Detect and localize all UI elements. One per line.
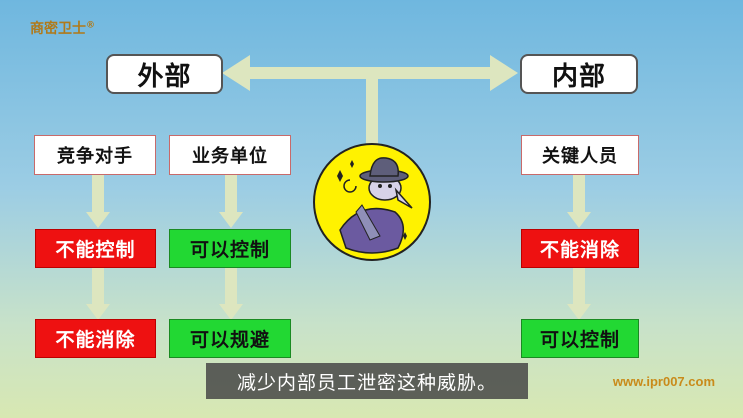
business-unit-status-2: 可以规避 — [169, 319, 291, 358]
key-personnel-status-1: 不能消除 — [521, 229, 639, 268]
site-url: www.ipr007.com — [612, 374, 715, 389]
category-competitor: 竞争对手 — [34, 135, 156, 175]
arrow-down-2a — [219, 212, 243, 228]
external-box: 外部 — [106, 54, 223, 94]
brand-registered-mark: ® — [86, 20, 95, 31]
category-business-unit: 业务单位 — [169, 135, 291, 175]
brand-logo: 商密卫士® — [30, 18, 95, 38]
competitor-status-2: 不能消除 — [35, 319, 156, 358]
spy-icon — [313, 143, 431, 261]
subtitle-caption: 减少内部员工泄密这种威胁。 — [206, 363, 528, 399]
arrow-down-1b — [86, 304, 110, 320]
arrow-down-1a — [86, 212, 110, 228]
category-key-personnel: 关键人员 — [521, 135, 639, 175]
arrow-head-left — [222, 55, 250, 91]
arrow-down-3b — [567, 304, 591, 320]
internal-box: 内部 — [520, 54, 638, 94]
brand-name: 商密卫士 — [30, 21, 86, 37]
key-personnel-status-2: 可以控制 — [521, 319, 639, 358]
business-unit-status-1: 可以控制 — [169, 229, 291, 268]
arrow-down-3a — [567, 212, 591, 228]
arrow-head-right — [490, 55, 518, 91]
competitor-status-1: 不能控制 — [35, 229, 156, 268]
arrow-down-2b — [219, 304, 243, 320]
